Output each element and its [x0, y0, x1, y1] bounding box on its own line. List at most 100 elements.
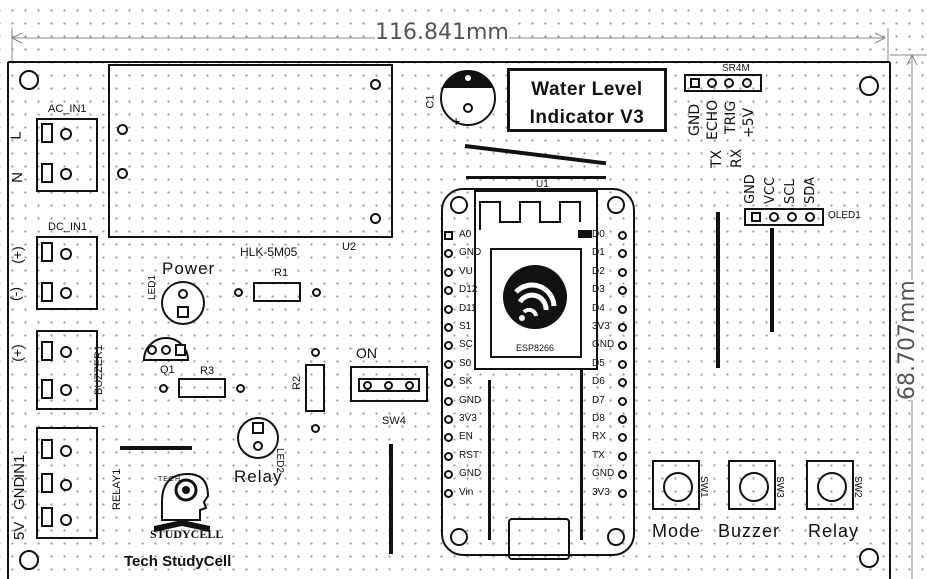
led-relay [237, 417, 279, 459]
r2-label: R2 [291, 375, 303, 390]
mcu-left-pin [444, 286, 453, 295]
mcu-right-pin-label: D8 [592, 413, 605, 424]
r3-pin [236, 384, 245, 393]
r1-label: R1 [274, 267, 289, 279]
power-module-pin [370, 213, 381, 224]
power-module-pin [117, 124, 128, 135]
mcu-right-pin [618, 341, 627, 350]
mcu-right-pin-label: D2 [592, 266, 605, 277]
switch-pin [405, 381, 414, 390]
led-relay-label: Relay [234, 467, 283, 486]
jumper-wire [488, 380, 491, 540]
capacitor-c1: + [440, 70, 496, 129]
push-button-mode[interactable] [652, 460, 700, 510]
mcu-right-pin-label: D6 [592, 376, 605, 387]
oled-header [744, 208, 824, 226]
push-button-ref: SW2 [852, 476, 863, 498]
jumper-wire [716, 212, 720, 368]
r1-body [253, 282, 301, 302]
antenna-trace [479, 201, 592, 238]
mcu-left-pin-label: GND [459, 395, 482, 406]
sensor-ref: SR4M [722, 63, 750, 74]
push-button-buzzer[interactable] [728, 460, 776, 510]
ac-in-connector [36, 118, 98, 192]
r3-pin [159, 384, 168, 393]
push-button-label: Buzzer [718, 521, 781, 541]
mcu-right-pin [618, 397, 627, 406]
title-line-1: Water Level [531, 79, 643, 100]
sensor-pin [707, 78, 717, 88]
mcu-left-pin [444, 470, 453, 479]
mcu-right-pin [618, 489, 627, 498]
mcu-left-pin [444, 360, 453, 369]
mcu-left-pin-label: S1 [459, 321, 472, 332]
board-title-box: Water Level Indicator V3 [507, 68, 667, 132]
mcu-right-pin-label: 3V3 [592, 321, 610, 332]
mcu-left-pin-label: 3V3 [459, 413, 477, 424]
mcu-left-pin-label: GND [459, 468, 482, 479]
slide-switch[interactable] [350, 366, 428, 402]
r2-pin [311, 424, 320, 433]
r3-body [178, 378, 226, 398]
push-button-ref: SW1 [698, 476, 709, 498]
r2-pin [311, 348, 320, 357]
jumper-wire [770, 228, 774, 332]
mcu-left-pin-label: SC [459, 339, 473, 350]
r3-label: R3 [200, 365, 215, 377]
mcu-mount-hole [450, 528, 468, 546]
switch-pin [363, 381, 372, 390]
sensor-header [684, 74, 762, 92]
usb-port [508, 518, 570, 560]
oled-pin [805, 212, 815, 222]
mcu-right-pin [618, 249, 627, 258]
oled-pin [751, 212, 761, 222]
svg-text:+: + [452, 113, 460, 129]
mcu-left-pin-label: D12 [459, 284, 478, 295]
q1-label: Q1 [160, 364, 175, 376]
mcu-right-pin-label: GND [592, 339, 615, 350]
mcu-left-pin [444, 341, 453, 350]
switch-on-label: ON [356, 345, 377, 361]
push-button-label: Mode [652, 521, 702, 541]
push-button-cap [663, 472, 693, 502]
mcu-right-pin-label: TX [592, 450, 605, 461]
power-module-pin [117, 168, 128, 179]
mcu-right-pin [618, 286, 627, 295]
jumper-wire [580, 368, 583, 540]
mcu-left-pin-label: D11 [459, 303, 477, 314]
r2-body [305, 364, 325, 412]
mcu-right-pin [618, 231, 627, 240]
push-button-relay[interactable] [806, 460, 854, 510]
jumper-wire [466, 176, 606, 179]
mcu-left-pin-label: S0 [459, 358, 472, 369]
power-module-pin [370, 79, 381, 90]
mcu-left-pin-label: SK [459, 376, 473, 387]
mcu-right-pin-label: D5 [592, 358, 605, 369]
switch-pin [384, 381, 393, 390]
sensor-pin-gnd: GND [687, 103, 703, 136]
transistor-q1 [142, 337, 190, 361]
relay-connector [36, 427, 98, 539]
esp-chip-label: ESP8266 [516, 343, 555, 353]
power-module-outline [108, 64, 393, 238]
mcu-left-pin-label: RST [459, 450, 479, 461]
r1-pin [234, 288, 243, 297]
mcu-right-pin [618, 452, 627, 461]
esp-logo-icon [503, 265, 567, 329]
mcu-right-pin [618, 378, 627, 387]
jumper-wire [120, 446, 192, 450]
mcu-board-outline [441, 188, 635, 556]
ac-in-label: AC_IN1 [48, 103, 87, 115]
mcu-left-pin [444, 433, 453, 442]
oled-pin-scl: SCL [783, 179, 798, 204]
mcu-left-pin [444, 452, 453, 461]
power-module-ref: U2 [342, 241, 357, 253]
mcu-mount-hole [450, 196, 468, 214]
led-power-label: Power [162, 259, 216, 278]
mcu-right-pin [618, 323, 627, 332]
sensor-pin-rx: RX [729, 148, 745, 168]
mcu-right-pin-label: D3 [592, 284, 605, 295]
push-button-ref: SW3 [774, 476, 785, 498]
mcu-right-pin [618, 305, 627, 314]
